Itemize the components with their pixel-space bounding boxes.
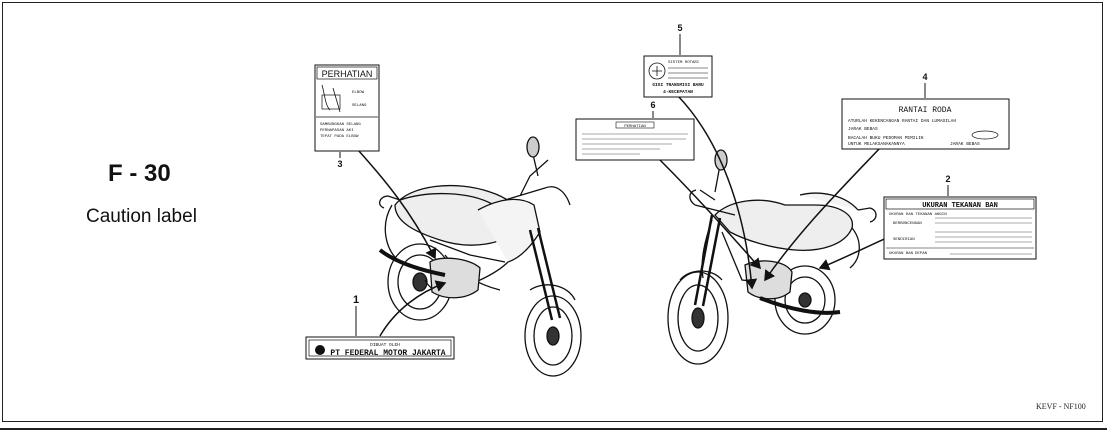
svg-text:DIBUAT OLEH: DIBUAT OLEH [370, 342, 400, 348]
svg-text:SELANG: SELANG [352, 104, 367, 108]
svg-text:ELBOW: ELBOW [352, 91, 365, 95]
svg-text:UNTUK MELAKSANAKANNYA: UNTUK MELAKSANAKANNYA [848, 141, 905, 147]
reference-code: KEVF - NF100 [1036, 402, 1086, 411]
caution-label-1: 1 DIBUAT OLEH PT FEDERAL MOTOR JAKARTA [305, 294, 455, 360]
label-5-number: 5 [677, 23, 682, 33]
caution-label-5: 5 SISTEM ROTARI GIGI TRANSMISI BARU 4-KE… [643, 23, 713, 98]
leader-arrows [357, 95, 901, 337]
gear-shift-icon [648, 62, 666, 80]
svg-text:UKURAN DAN TEKANAN ANGIN: UKURAN DAN TEKANAN ANGIN [889, 213, 947, 217]
svg-text:PERHATIAN: PERHATIAN [624, 125, 646, 129]
svg-text:BERBONCENGAN: BERBONCENGAN [893, 222, 922, 226]
bottom-rule [0, 428, 1107, 430]
svg-text:UKURAN BAN: UKURAN BAN [889, 252, 914, 256]
svg-text:GIGI TRANSMISI BARU: GIGI TRANSMISI BARU [652, 82, 704, 88]
label-3-number: 3 [337, 159, 342, 169]
svg-text:ATURLAH KEKENCANGAN RANTAI DAN: ATURLAH KEKENCANGAN RANTAI DAN LUMASILAH [848, 118, 956, 124]
logo-icon [315, 345, 325, 355]
caution-label-3: PERHATIAN ELBOW SELANG SAMBUNGKAN SELANG… [314, 64, 380, 169]
svg-text:SENDIRIAN: SENDIRIAN [893, 238, 915, 242]
svg-text:DEPAN: DEPAN [915, 252, 928, 256]
svg-text:4-KECEPATAN: 4-KECEPATAN [663, 89, 693, 95]
svg-text:PT FEDERAL MOTOR JAKARTA: PT FEDERAL MOTOR JAKARTA [330, 349, 445, 358]
label-3-title: PERHATIAN [322, 69, 373, 79]
svg-text:JARAK BEBAS: JARAK BEBAS [848, 126, 878, 132]
svg-text:BACALAH BUKU PEDOMAN PEMILIK: BACALAH BUKU PEDOMAN PEMILIK [848, 135, 924, 141]
left-motorcycle-illustration [378, 136, 582, 377]
diagram-frame [2, 2, 1103, 422]
caution-label-4: 4 RANTAI RODA ATURLAH KEKENCANGAN RANTAI… [841, 72, 1010, 150]
svg-text:SAMBUNGKAN SELANG: SAMBUNGKAN SELANG [320, 123, 361, 127]
svg-text:RANTAI RODA: RANTAI RODA [899, 106, 952, 115]
figure-code: F - 30 [108, 160, 171, 187]
caution-label-2: 2 UKURAN TEKANAN BAN UKURAN DAN TEKANAN … [883, 174, 1037, 260]
caution-label-6: 6 PERHATIAN [575, 100, 695, 161]
label-1-number: 1 [353, 294, 359, 306]
section-title: Caution label [86, 206, 197, 227]
label-6-number: 6 [650, 100, 655, 110]
svg-text:JARAK BEBAS: JARAK BEBAS [950, 141, 980, 147]
svg-text:PERNAPASAN AKI: PERNAPASAN AKI [320, 129, 354, 133]
svg-text:UKURAN TEKANAN BAN: UKURAN TEKANAN BAN [922, 202, 998, 210]
svg-text:SISTEM ROTARI: SISTEM ROTARI [668, 61, 699, 65]
label-4-number: 4 [922, 72, 927, 82]
label-2-number: 2 [945, 174, 950, 184]
svg-text:TEPAT PADA ELBOW: TEPAT PADA ELBOW [320, 135, 359, 139]
chain-icon [971, 130, 999, 140]
